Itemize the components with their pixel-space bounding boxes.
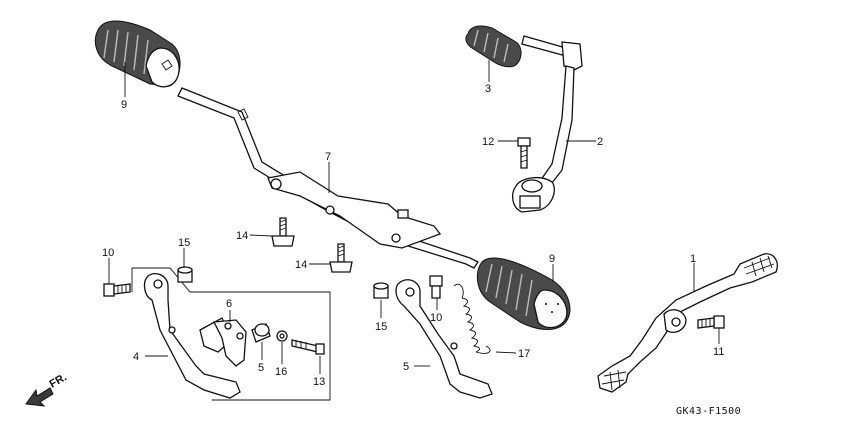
bolt-12 <box>517 137 531 169</box>
front-label: FR. <box>48 371 69 390</box>
callout-2: 2 <box>597 136 603 148</box>
side-stand-assembly <box>131 267 331 401</box>
kick-starter-arm <box>511 35 583 213</box>
bolt-14-upper <box>271 217 295 247</box>
callout-14-upper: 14 <box>236 230 248 242</box>
callout-12: 12 <box>482 136 494 148</box>
bolt-14-lower <box>329 243 353 273</box>
callout-6: 6 <box>226 298 232 310</box>
bolt-10-left <box>103 283 131 297</box>
callout-15-right: 15 <box>375 321 387 333</box>
callout-15-left: 15 <box>178 237 190 249</box>
callout-9-right: 9 <box>549 253 555 265</box>
callout-11: 11 <box>713 346 724 358</box>
callout-17: 17 <box>518 348 530 360</box>
callout-16: 16 <box>275 366 287 378</box>
callout-5-visible: 5 <box>403 361 409 373</box>
collar-15-right <box>373 282 389 299</box>
kick-starter-rubber <box>465 25 522 68</box>
brake-pedal <box>597 253 778 393</box>
callout-labels: 9 3 2 12 7 9 14 14 15 10 6 5 16 13 4 15 … <box>102 83 724 388</box>
callout-7: 5 <box>258 362 264 374</box>
front-direction-indicator: FR. <box>25 371 69 407</box>
callout-14-lower: 14 <box>295 259 307 271</box>
callout-8: 7 <box>325 151 331 163</box>
front-arrow-icon <box>25 387 54 407</box>
footpeg-bar <box>177 87 479 269</box>
collar-15-left <box>177 266 193 283</box>
callout-3: 3 <box>485 83 491 95</box>
spring-17 <box>453 283 491 354</box>
callout-10-left: 10 <box>102 247 114 259</box>
drawing-code: GK43-F1500 <box>676 406 741 417</box>
callout-4: 4 <box>133 351 139 363</box>
footpeg-rubber-right <box>476 257 571 330</box>
main-stand <box>395 279 493 399</box>
bolt-10-right <box>429 275 443 299</box>
callout-13: 13 <box>313 376 325 388</box>
footpeg-rubber-left <box>94 20 181 88</box>
callout-1: 1 <box>690 253 696 265</box>
callout-10-right: 10 <box>430 312 442 324</box>
leader-lines <box>108 60 720 374</box>
callout-9-left: 9 <box>121 99 127 111</box>
bolt-11 <box>697 315 725 329</box>
